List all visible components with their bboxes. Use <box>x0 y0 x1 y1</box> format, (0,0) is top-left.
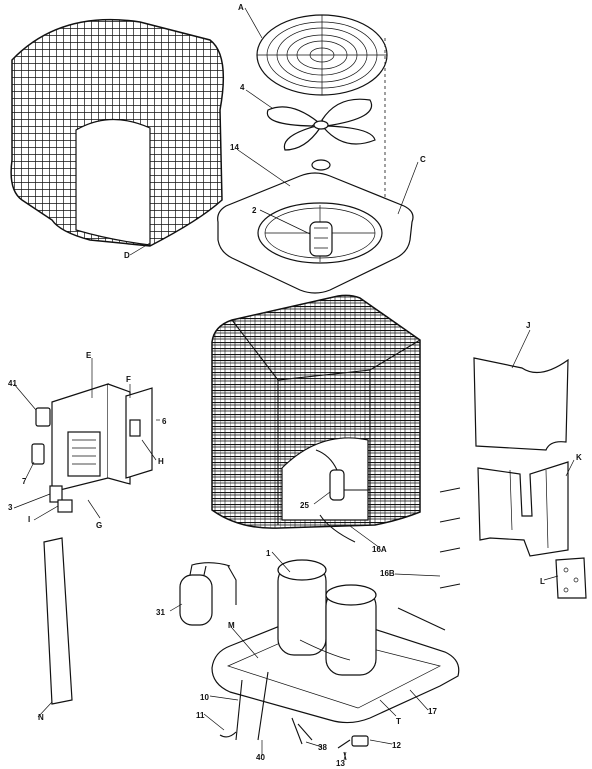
label-i: I <box>28 515 30 524</box>
fan-motor-part-2 <box>309 221 333 257</box>
panel-part-j <box>473 357 569 451</box>
label-7: 7 <box>22 477 27 486</box>
label-11: 11 <box>196 711 205 720</box>
accumulator-part-25 <box>315 449 370 543</box>
label-25: 25 <box>300 501 309 510</box>
label-6: 6 <box>162 417 167 426</box>
side-panel-part-n <box>43 537 73 705</box>
label-14: 14 <box>230 143 239 152</box>
tube-part-10 <box>235 679 243 741</box>
part-7 <box>31 443 45 465</box>
capacitor-part-31 <box>179 562 237 626</box>
label-c: C <box>420 155 426 164</box>
fan-blade-part-4 <box>266 98 376 171</box>
label-38: 38 <box>318 743 327 752</box>
label-17: 17 <box>428 707 437 716</box>
part-11 <box>219 731 237 738</box>
label-40: 40 <box>256 753 265 762</box>
part-i <box>57 499 73 513</box>
label-4: 4 <box>240 83 245 92</box>
label-h: H <box>158 457 164 466</box>
tubing-part-16b <box>397 487 461 631</box>
label-k: K <box>576 453 582 462</box>
label-1: 1 <box>266 549 271 558</box>
label-10: 10 <box>200 693 209 702</box>
label-16a: 16A <box>372 545 387 554</box>
fan-guard-part-a <box>256 14 388 96</box>
tube-part-40 <box>257 671 269 741</box>
panel-part-k <box>477 461 569 557</box>
label-13: 13 <box>336 759 345 768</box>
label-d: D <box>124 251 130 260</box>
part-38 <box>291 717 313 745</box>
bracket-part-l <box>555 557 587 599</box>
control-box-part-e <box>51 383 131 493</box>
label-2: 2 <box>252 206 257 215</box>
label-12: 12 <box>392 741 401 750</box>
label-e: E <box>86 351 92 360</box>
part-41 <box>35 407 51 427</box>
part-labels: A 4 14 C 2 D J E F 41 6 7 H 3 I G K 25 1… <box>8 3 582 768</box>
label-l: L <box>540 577 545 586</box>
leader-lines <box>13 7 575 761</box>
label-t: T <box>396 717 401 726</box>
control-panel-part-f <box>125 387 153 479</box>
label-g: G <box>96 521 102 530</box>
condenser-coil-cabinet <box>211 294 421 529</box>
label-f: F <box>126 375 131 384</box>
label-3: 3 <box>8 503 13 512</box>
label-a: A <box>238 3 244 12</box>
label-j: J <box>526 321 530 330</box>
wire-guard-part-d <box>10 19 225 247</box>
label-41: 41 <box>8 379 17 388</box>
label-16b: 16B <box>380 569 395 578</box>
compressor-part-1 <box>277 559 377 676</box>
valve-part-13 <box>337 739 351 761</box>
valve-part-12 <box>351 735 369 747</box>
label-31: 31 <box>156 608 165 617</box>
label-n: N <box>38 713 44 722</box>
label-m: M <box>228 621 235 630</box>
